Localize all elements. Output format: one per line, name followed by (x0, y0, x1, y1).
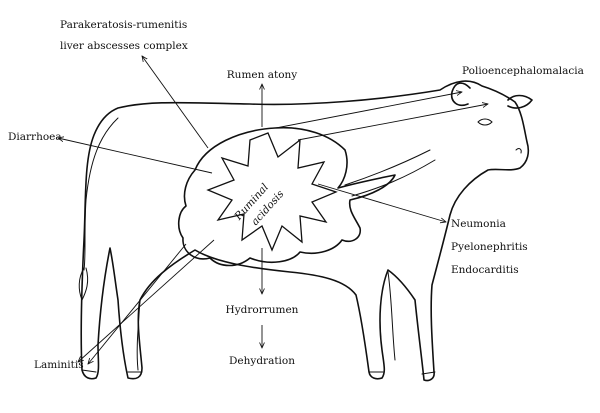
label-parakeratosis-line1: Parakeratosis-rumenitis (60, 19, 187, 31)
cow-nostril (515, 148, 522, 154)
label-pyelonephritis: Pyelonephritis (451, 241, 528, 253)
arrow-neumonia (317, 183, 446, 222)
label-parakeratosis-line2: liver abscesses complex (60, 40, 188, 52)
esophagus-lower (351, 159, 436, 197)
rumen-outline (177, 126, 396, 267)
label-rumen-atony: Rumen atony (227, 69, 298, 81)
label-neumonia: Neumonia (451, 218, 506, 230)
cow-eye (477, 118, 493, 126)
cow-front-leg-line (387, 271, 396, 361)
label-dehydration: Dehydration (229, 355, 295, 367)
acidosis-starburst (206, 132, 338, 252)
cow-hoof-4 (421, 371, 436, 375)
cow-rear-leg-line (136, 299, 141, 371)
label-endocarditis: Endocarditis (451, 264, 519, 276)
arrow-diarrhoea (58, 138, 213, 174)
label-hydrorrumen: Hydrorrumen (226, 304, 299, 316)
arrows (58, 56, 488, 364)
cow-horn (507, 94, 533, 109)
cow-body-outline (80, 80, 530, 382)
cow-tail-tuft (78, 267, 89, 302)
label-polioencephalomalacia: Polioencephalomalacia (462, 65, 584, 77)
arrow-polioencephalomalacia-2 (297, 104, 488, 141)
rumen-illustration: Ruminal acidosis (177, 126, 436, 267)
cow-hoof-1 (81, 369, 97, 373)
arrow-parakeratosis (142, 56, 209, 149)
esophagus (344, 149, 431, 186)
label-diarrhoea: Diarrhoea (8, 131, 62, 143)
arrow-polioencephalomalacia-1 (275, 92, 462, 129)
labels: Parakeratosis-rumenitis liver abscesses … (8, 19, 584, 371)
cow-illustration (78, 80, 533, 382)
cow-ear (450, 82, 471, 107)
arrow-laminitis-2 (88, 243, 187, 364)
arrow-laminitis-1 (78, 239, 215, 362)
label-laminitis: Laminitis (34, 359, 84, 371)
cow-tail (83, 117, 119, 271)
